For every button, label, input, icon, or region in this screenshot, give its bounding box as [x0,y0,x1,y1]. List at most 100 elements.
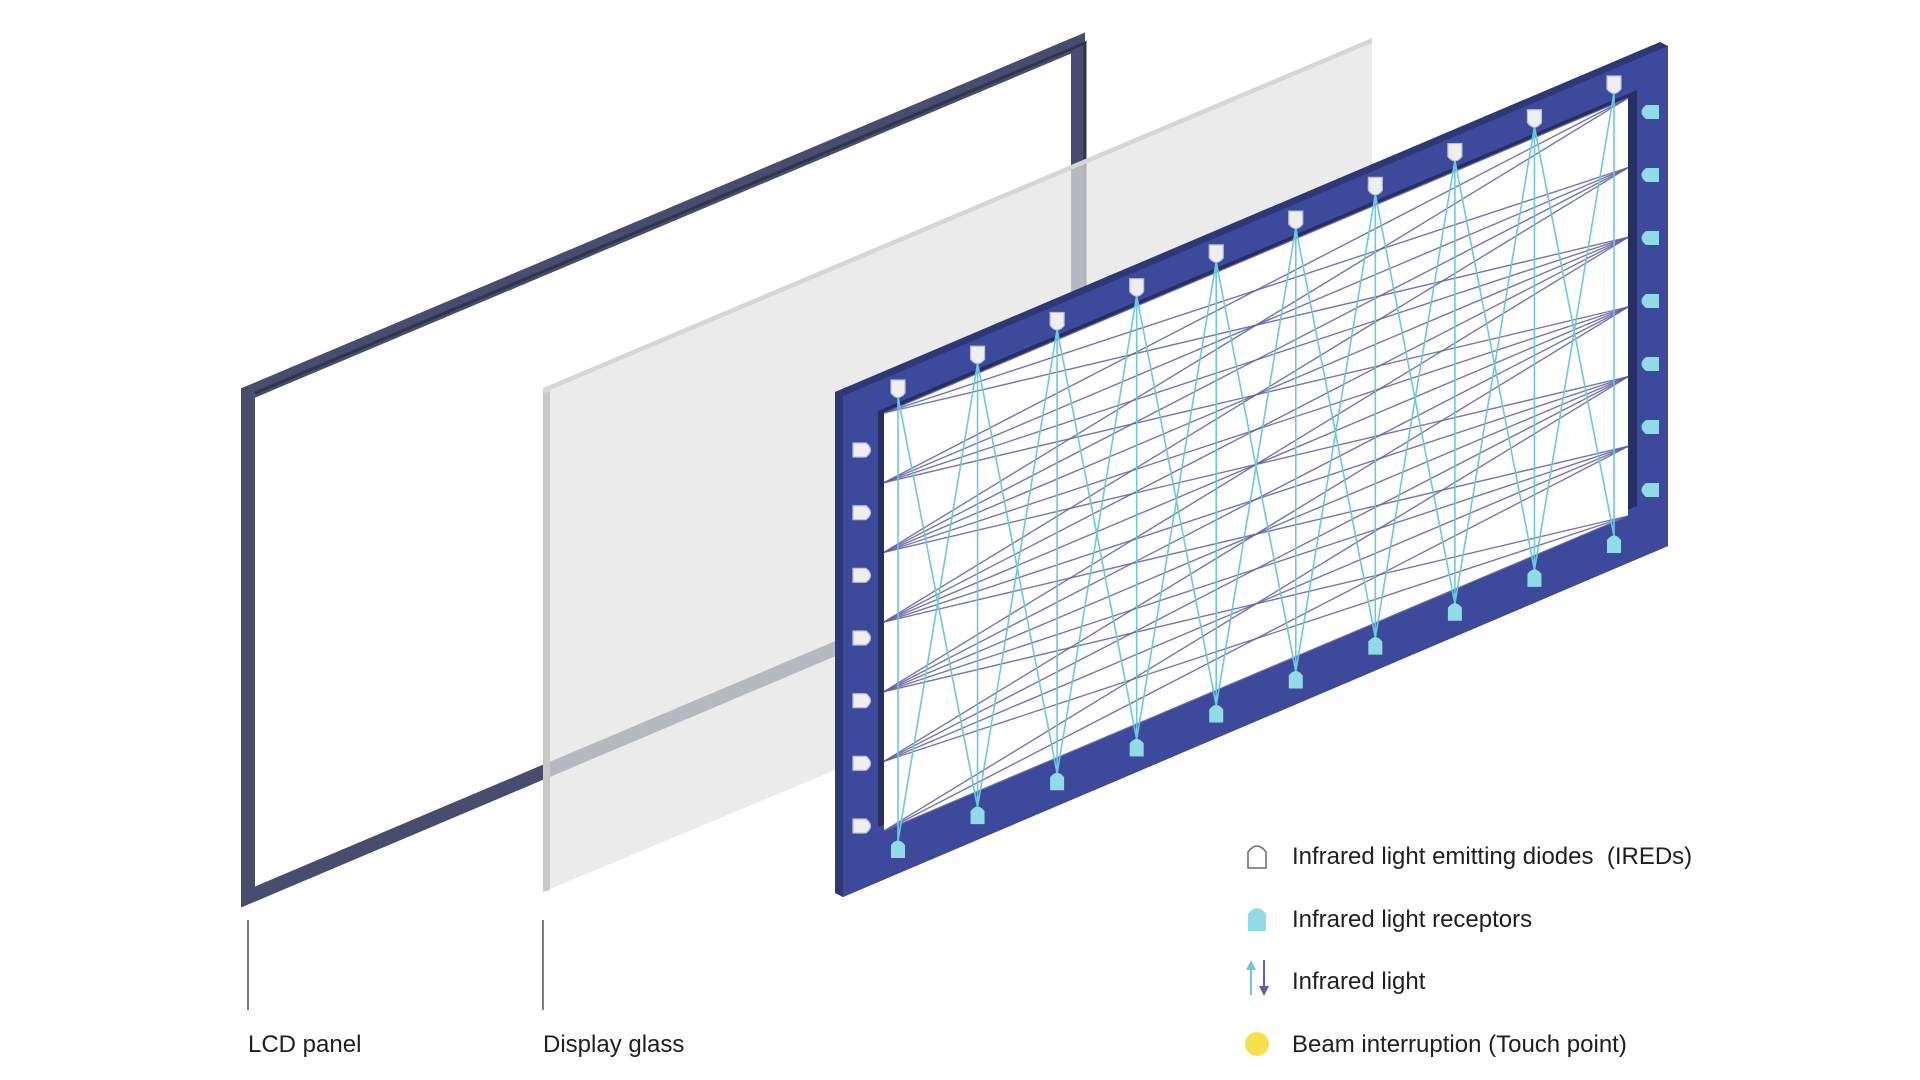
infrared-beam-vertical [1374,160,1456,638]
ired-icon-shape [852,818,872,834]
ired-icon [1526,109,1543,128]
ired-icon [969,345,986,365]
ired-icon-shape [852,693,872,709]
infrared-beam-vertical [1056,295,1138,774]
ired-icon-shape [852,442,872,458]
ired-icon [852,818,872,834]
legend-label-receptors: Infrared light receptors [1292,906,1532,933]
infrared-beam-vertical [976,329,1058,808]
display-glass-edge-top [543,38,1372,393]
infrared-beam-horizontal [883,515,1629,832]
receptor-icon [1607,535,1621,553]
receptor-icon-shape [1368,637,1383,655]
ired-icon-shape [890,379,906,399]
ired-icon-shape [1526,109,1543,128]
ired-icon-shape [1447,142,1463,162]
ired-icon [1247,845,1267,869]
infrared-beam-horizontal [883,445,1629,832]
receptor-icon [1209,704,1224,723]
infrared-beam-vertical [1533,92,1615,571]
ired-icon-shape [852,630,872,646]
infrared-beam-horizontal [883,236,1629,623]
ired-icon [1447,142,1463,162]
touch-point-dot-icon [1245,1032,1269,1056]
ired-icon-shape [1606,75,1622,95]
infrared-beam-horizontal [883,97,1629,414]
receptor-icon-shape [1641,294,1659,308]
ired-icon-shape [852,755,872,771]
legend: Infrared light emitting diodes (IREDs) I… [1245,843,1692,1058]
legend-item-beam-interruption: Beam interruption (Touch point) [1245,1031,1627,1058]
ired-icon-shape [1288,210,1304,230]
ired-icon [1208,244,1224,263]
infrared-beam-horizontal [883,97,1629,484]
receptor-icon [1641,168,1659,182]
receptor-icon [1641,357,1659,371]
infrared-beam-vertical [1454,126,1536,604]
receptor-icon [1447,603,1462,621]
receptor-icon [1050,772,1065,791]
ired-icon [852,630,872,646]
receptor-icon-shape [1050,772,1065,791]
receptor-icon [1641,231,1659,245]
infrared-beam-vertical [1294,194,1377,672]
ired-icon [852,442,872,458]
legend-label-infrared-light: Infrared light [1292,968,1426,995]
receptor-icon-shape [1209,704,1224,723]
receptor-icon-shape [1641,168,1659,182]
ired-icon [1288,210,1304,230]
infrared-beam-vertical [897,363,979,842]
infrared-light-arrows-icon [1246,960,1269,996]
lcd-panel-label: LCD panel [248,1031,361,1058]
ired-icon-shape [1208,244,1224,263]
ired-icon [852,567,872,583]
ired-icon [852,755,872,771]
receptor-icon [1641,483,1659,497]
infrared-beam-horizontal [883,167,1629,553]
receptor-icon [1368,637,1383,655]
infrared-beam-horizontal [883,97,1629,553]
receptor-icon-shape [1607,535,1621,553]
receptor-icon-shape [1129,738,1144,757]
bottom-receptor-row [891,535,1621,858]
legend-item-receptors: Infrared light receptors [1248,906,1532,933]
ired-icon-shape [1129,278,1145,297]
ired-icon [1049,311,1065,331]
receptor-icon-shape [1641,357,1659,371]
receptor-icon-shape [970,806,985,825]
infrared-beam-vertical [1215,227,1297,706]
ired-icon-shape [969,345,986,365]
infrared-beam-horizontal [883,167,1629,623]
receptor-icon [1129,738,1144,757]
ired-icon [1606,75,1622,95]
receptor-icon [1527,569,1542,587]
ired-icon [890,379,906,399]
display-glass-edge-left [543,391,550,892]
receptor-icon [1288,671,1303,689]
ired-icon [852,693,872,709]
infrared-light-beams [883,92,1629,842]
receptor-icon-shape [1288,671,1303,689]
infrared-beam-horizontal [883,306,1629,762]
legend-label-ireds: Infrared light emitting diodes (IREDs) [1292,843,1692,870]
infrared-beam-horizontal [883,376,1629,832]
receptor-icon-shape [1641,420,1659,434]
legend-label-beam-interruption: Beam interruption (Touch point) [1292,1031,1627,1058]
receptor-icon-shape [891,840,905,858]
receptor-icon-shape [1527,569,1542,587]
layer-labels: LCD panel Display glass [247,920,684,1058]
ired-icon-shape [1049,311,1065,331]
receptor-icon [970,806,985,825]
receptor-icon-shape [1641,105,1659,119]
infrared-beam-vertical [1135,261,1218,740]
ired-icon-shape [852,505,872,521]
receptor-icon-shape [1641,483,1659,497]
legend-item-infrared-light: Infrared light [1246,960,1426,996]
legend-item-ireds: Infrared light emitting diodes (IREDs) [1247,843,1692,870]
receptor-icon [1248,908,1266,931]
display-glass-label: Display glass [543,1031,684,1058]
right-receptor-column [1641,105,1659,497]
receptor-icon [1641,294,1659,308]
receptor-icon-shape [1447,603,1462,621]
